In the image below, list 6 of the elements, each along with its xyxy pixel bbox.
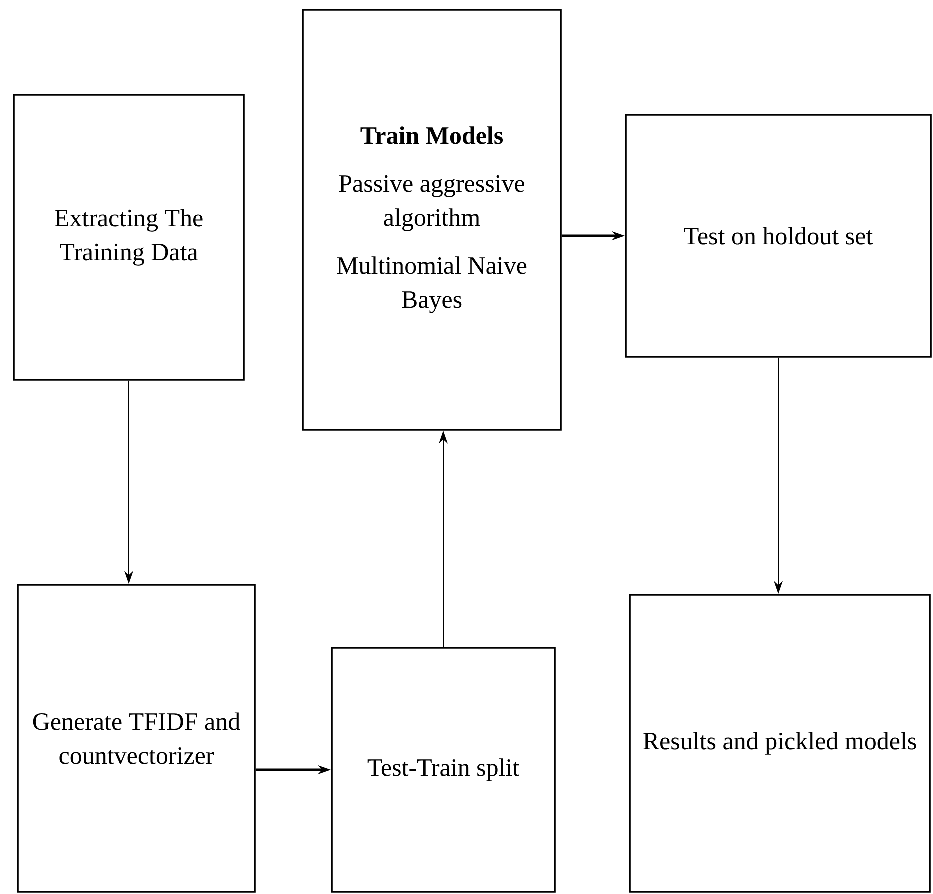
process-box: Extracting The Training Data <box>13 94 245 381</box>
process-box: Test-Train split <box>331 647 556 893</box>
process-box: Test on holdout set <box>625 114 932 358</box>
process-box: Results and pickled models <box>629 594 931 893</box>
process-box: Train Models Passive aggressive algorithm Multinomial Naive Bayes <box>302 9 562 431</box>
process-box: Generate TFIDF and countvectorizer <box>17 584 256 893</box>
